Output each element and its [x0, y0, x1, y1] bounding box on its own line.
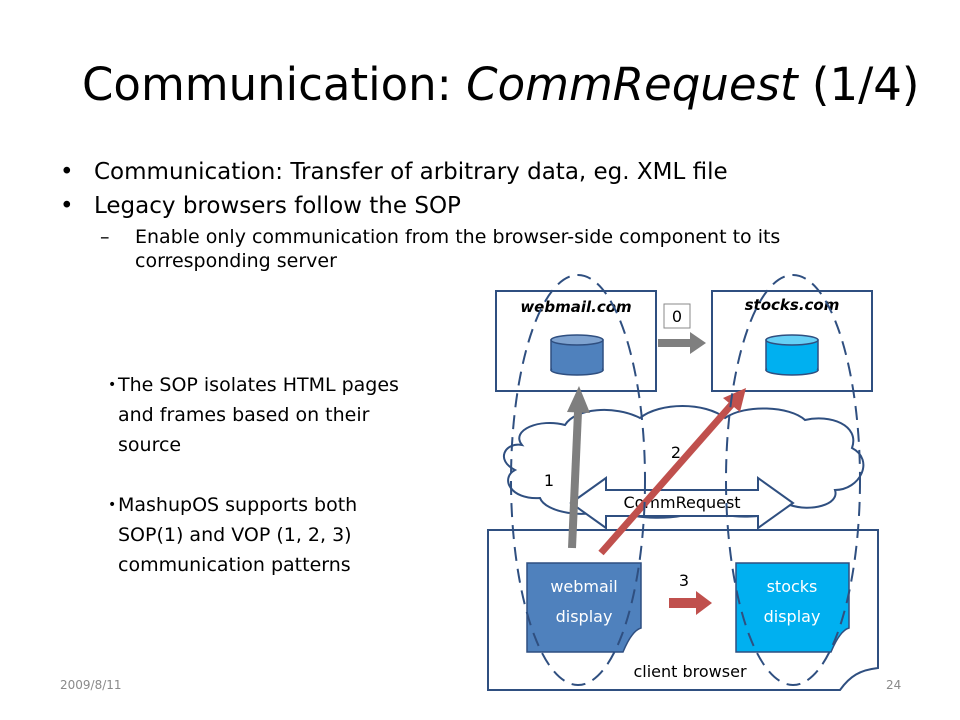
webmail-display-line1: webmail: [550, 577, 617, 596]
stocks-display-line1: stocks: [767, 577, 818, 596]
arrow-2: [598, 400, 736, 556]
webmail-display-line2: display: [556, 607, 613, 626]
label-1: 1: [544, 471, 554, 490]
client-browser-label: client browser: [633, 662, 746, 681]
arrow-1-head: [567, 386, 590, 413]
origin-ellipse-webmail: [510, 274, 646, 686]
side-notes: The SOP isolates HTML pages and frames b…: [108, 370, 428, 580]
arrow-3: [669, 591, 712, 615]
side-note-sop: The SOP isolates HTML pages and frames b…: [108, 370, 428, 460]
sub-bullet-text: Enable only communication from the brows…: [135, 226, 781, 272]
origin-ellipse-stocks: [725, 274, 861, 686]
arrow-0: [658, 332, 706, 354]
bullet-communication: Communication: Transfer of arbitrary dat…: [60, 155, 940, 189]
stocks-display-line2: display: [764, 607, 821, 626]
label-box-0: [663, 303, 691, 329]
footer-date: 2009/8/11: [60, 678, 122, 692]
arrow-1: [568, 411, 582, 549]
bullet-legacy-sop: Legacy browsers follow the SOP: [60, 189, 940, 223]
bullet-list: Communication: Transfer of arbitrary dat…: [60, 155, 940, 273]
label-2: 2: [671, 443, 681, 462]
database-icon-stocks: [765, 334, 819, 376]
label-3: 3: [679, 571, 689, 590]
webmail-display-doc: [526, 562, 642, 653]
arrow-2-head: [723, 388, 746, 412]
label-0: 0: [672, 307, 682, 326]
side-note-mashupos: MashupOS supports both SOP(1) and VOP (1…: [108, 490, 428, 580]
database-icon-webmail: [550, 334, 604, 376]
title-plain: Communication:: [82, 58, 467, 111]
title-suffix: (1/4): [797, 58, 920, 111]
stocks-display-doc: [735, 562, 850, 653]
server-label-stocks: stocks.com: [745, 296, 840, 314]
commrequest-arrow: [569, 476, 795, 530]
sub-bullet: – Enable only communication from the bro…: [100, 225, 895, 273]
server-label-webmail: webmail.com: [520, 298, 631, 316]
title-italic: CommRequest: [466, 58, 798, 111]
footer-page-number: 24: [886, 678, 902, 692]
slide-title: Communication: CommRequest (1/4): [82, 62, 919, 107]
sub-bullet-dash: –: [100, 226, 110, 248]
